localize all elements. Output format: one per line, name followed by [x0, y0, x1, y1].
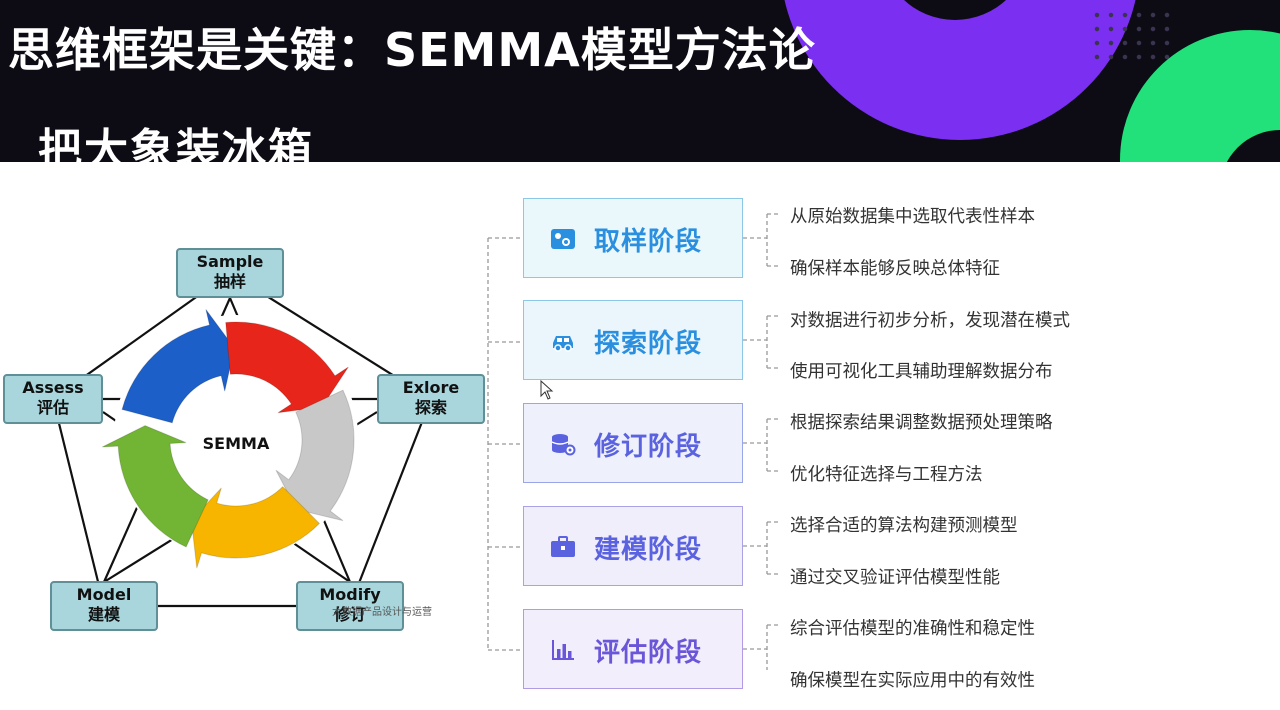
stage-label: 取样阶段 [594, 227, 703, 257]
node-modify: Modify 修订 [296, 581, 404, 631]
sample-image-icon [551, 229, 575, 249]
arrow-yellow [190, 485, 321, 569]
right-brackets [743, 213, 780, 670]
node-explore-zh: 探索 [414, 398, 447, 417]
node-model-en: Model [76, 585, 132, 604]
node-modify-en: Modify [319, 585, 381, 604]
database-settings-icon [551, 434, 576, 456]
stage-card: 修订阶段 [523, 403, 743, 483]
cycle-arrows [101, 309, 355, 569]
node-sample: Sample 抽样 [176, 248, 284, 298]
bar-chart-icon [552, 640, 574, 660]
node-explore: Exlore 探索 [377, 374, 485, 424]
stage-point: 使用可视化工具辅助理解数据分布 [790, 362, 1053, 382]
stage-point: 从原始数据集中选取代表性样本 [790, 207, 1035, 227]
arrow-green [101, 425, 209, 548]
node-assess-zh: 评估 [36, 398, 69, 417]
page-subtitle: 把大象装冰箱 [38, 125, 314, 162]
stage-connectors [487, 213, 780, 670]
toolbox-icon [551, 536, 575, 557]
arrow-grey [275, 389, 355, 522]
node-explore-en: Exlore [402, 378, 460, 397]
arrow-blue [121, 309, 235, 424]
dot-grid-decoration [1090, 8, 1170, 68]
stage-point: 确保模型在实际应用中的有效性 [790, 671, 1035, 691]
mouse-cursor-icon [540, 380, 554, 400]
page-title: 思维框架是关键：SEMMA模型方法论 [8, 23, 816, 77]
stage-point: 选择合适的算法构建预测模型 [790, 516, 1018, 536]
stage-label: 探索阶段 [594, 329, 703, 359]
stage-point: 综合评估模型的准确性和稳定性 [790, 619, 1035, 639]
arrow-red [225, 321, 349, 414]
stage-label: 修订阶段 [594, 432, 703, 462]
stage-label: 建模阶段 [594, 535, 703, 565]
stage-point: 确保样本能够反映总体特征 [790, 259, 1000, 279]
node-assess-en: Assess [22, 378, 84, 397]
node-model: Model 建模 [50, 581, 158, 631]
edge-explore-modify [348, 398, 433, 607]
node-modify-zh: 修订 [333, 605, 366, 624]
stage-card: 探索阶段 [523, 300, 743, 380]
stage-point: 根据探索结果调整数据预处理策略 [790, 413, 1053, 433]
stage-point: 通过交叉验证评估模型性能 [790, 568, 1000, 588]
node-sample-en: Sample [196, 252, 264, 271]
node-assess: Assess 评估 [3, 374, 103, 424]
edge-model-assess [51, 398, 106, 607]
stage-point: 优化特征选择与工程方法 [790, 465, 983, 485]
node-model-zh: 建模 [87, 605, 120, 624]
stage-label: 评估阶段 [594, 638, 703, 668]
stage-point: 对数据进行初步分析，发现潜在模式 [790, 311, 1070, 331]
purple-ring-decoration [780, 0, 1140, 140]
stage-card: 评估阶段 [523, 609, 743, 689]
cycle-center-label: SEMMA [202, 434, 270, 453]
header-banner: 思维框架是关键：SEMMA模型方法论 把大象装冰箱 [0, 0, 1280, 162]
semma-cycle-diagram: Sample 抽样 Exlore 探索 Modify 修订 Model 建模 A… [0, 162, 500, 710]
stage-card: 建模阶段 [523, 506, 743, 586]
watermark: 大数据产品设计与运营 [332, 607, 432, 618]
car-icon [553, 336, 573, 352]
node-sample-zh: 抽样 [213, 272, 246, 291]
stage-card: 取样阶段 [523, 198, 743, 278]
